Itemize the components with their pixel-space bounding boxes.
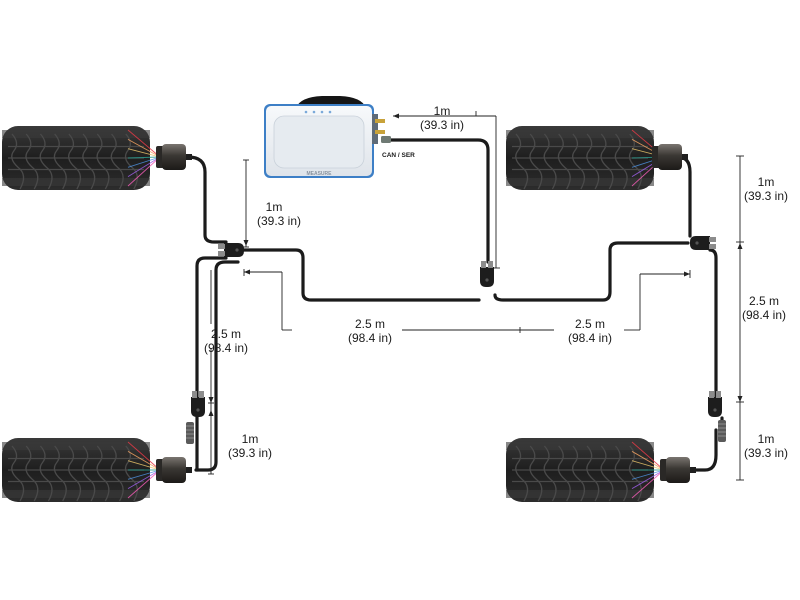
cable-connector-icon	[186, 422, 194, 444]
ir-beams-front-left	[127, 129, 161, 187]
connector-group	[186, 236, 726, 444]
cable-br-sensor	[692, 416, 724, 472]
dim-center-right-value: 2.5 m	[575, 317, 605, 331]
dim-top-device-value: 1m	[434, 104, 451, 118]
cable-main-bus-left	[240, 248, 481, 302]
dim-right-lower-imperial: (39.3 in)	[744, 446, 788, 460]
dim-left-lower-imperial: (39.3 in)	[228, 446, 272, 460]
dim-left-vertical-value: 2.5 m	[211, 327, 241, 341]
cable-bl-branch	[194, 260, 240, 472]
cable-main-bus-right	[493, 241, 690, 302]
can-port-connector-icon[interactable]	[381, 136, 391, 143]
ir-beams-rear-right	[631, 441, 665, 499]
connector-rear-left[interactable]	[186, 422, 194, 444]
dim-center-right-imperial: (98.4 in)	[568, 331, 612, 345]
splitter-center[interactable]	[480, 261, 494, 287]
dim-left-upper-imperial: (39.3 in)	[257, 214, 301, 228]
dim-right-lower-value: 1m	[758, 432, 775, 446]
tire-rear-left	[2, 438, 150, 502]
dim-left-vertical-imperial: (98.4 in)	[204, 341, 248, 355]
ir-sensor-icon	[162, 457, 186, 483]
dim-left-upper-value: 1m	[266, 200, 283, 214]
ir-sensor-icon	[162, 144, 186, 170]
y-splitter-icon	[708, 397, 722, 417]
ir-sensor-icon	[658, 144, 682, 170]
y-splitter-icon	[690, 236, 710, 250]
tire-front-right	[506, 126, 654, 190]
port-label: CAN / SER	[382, 152, 415, 159]
cable-device-link	[382, 138, 490, 264]
tire-front-left	[2, 126, 150, 190]
ir-sensor-icon	[666, 457, 690, 483]
dimension-labels: 1m (39.3 in) 1m (39.3 in) 2.5 m (98.4 in…	[204, 104, 788, 460]
dim-center-left-imperial: (98.4 in)	[348, 331, 392, 345]
dim-right-vertical-value: 2.5 m	[749, 294, 779, 308]
splitter-rear-right[interactable]	[708, 391, 722, 417]
dim-center-left-value: 2.5 m	[355, 317, 385, 331]
sensor-front-right[interactable]	[652, 144, 688, 170]
cable-connector-icon	[718, 420, 726, 442]
y-splitter-icon	[191, 397, 205, 417]
dim-top-device-imperial: (39.3 in)	[420, 118, 464, 132]
tire-rear-right	[506, 438, 654, 502]
sensor-group	[156, 144, 696, 483]
dimension-lines	[208, 111, 744, 481]
connector-rear-right[interactable]	[718, 420, 726, 442]
data-logger-device[interactable]: MEASURE CAN / SER	[264, 96, 415, 178]
splitter-left[interactable]	[218, 243, 244, 257]
y-splitter-icon	[224, 243, 244, 257]
dim-right-upper-imperial: (39.3 in)	[744, 189, 788, 203]
cable-right-bus-down	[708, 248, 718, 402]
cable-left-bus-down	[195, 256, 228, 400]
dim-right-vertical-imperial: (98.4 in)	[742, 308, 786, 322]
device-brand-label: MEASURE	[306, 171, 332, 177]
y-splitter-icon	[480, 267, 494, 287]
dim-right-upper-value: 1m	[758, 175, 775, 189]
splitter-right[interactable]	[690, 236, 716, 250]
status-led-row	[304, 110, 332, 114]
dim-left-lower-value: 1m	[242, 432, 259, 446]
sensor-rear-left[interactable]	[156, 457, 192, 483]
sensor-rear-right[interactable]	[660, 457, 696, 483]
ir-beams-rear-left	[127, 441, 161, 499]
cable-tl-sensor	[186, 155, 228, 244]
sensor-front-left[interactable]	[156, 144, 192, 170]
splitter-rear-left[interactable]	[191, 391, 205, 417]
